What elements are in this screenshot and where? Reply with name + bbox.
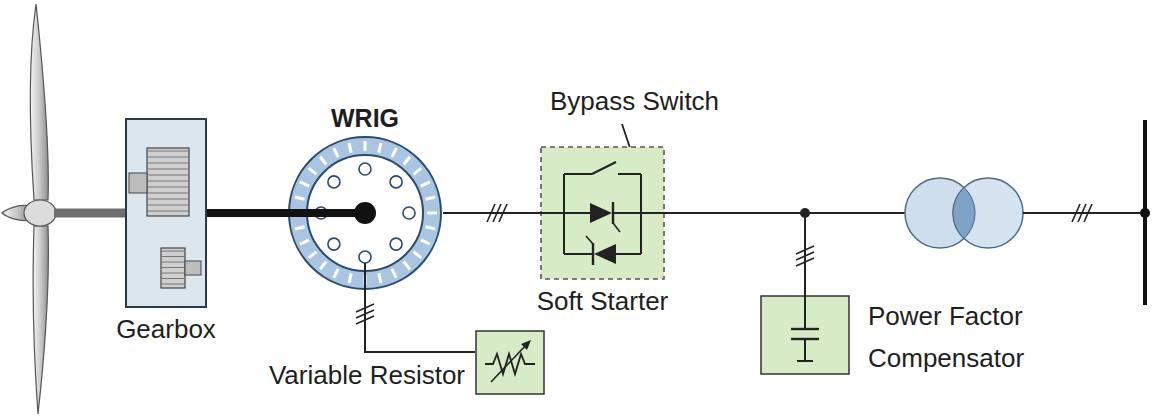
- shaft-connector: [207, 209, 287, 217]
- component-label: Soft Starter: [537, 286, 669, 316]
- junction-dot: [1140, 208, 1150, 218]
- component-label: Variable Resistor: [269, 360, 465, 390]
- shaft: [54, 209, 126, 218]
- resistor-box: Variable Resistor: [475, 330, 545, 395]
- soft-starter-box: Bypass SwitchSoft Starter: [540, 146, 665, 280]
- transformer-symbol: [905, 178, 1023, 248]
- component-label: Power Factor Compensator: [868, 295, 1068, 379]
- part-label: Bypass Switch: [550, 86, 719, 116]
- generator-illustration: [287, 135, 443, 291]
- turbine-rotor: [2, 4, 56, 414]
- rotor-wire: [365, 291, 475, 352]
- resistor-symbol: [475, 330, 545, 395]
- compensator-box: Power Factor Compensator: [760, 295, 850, 375]
- wire: [805, 212, 906, 214]
- component-label: Gearbox: [116, 314, 216, 344]
- gearbox-illustration: [125, 118, 207, 308]
- component-label: WRIG: [331, 103, 399, 133]
- capacitor-symbol: [760, 295, 850, 375]
- gearbox-box: Gearbox: [125, 118, 207, 308]
- stator-wire: [443, 212, 540, 214]
- generator-circle: WRIG: [287, 135, 443, 291]
- soft-starter-circuit: [540, 146, 665, 280]
- branch-wire: [665, 213, 805, 295]
